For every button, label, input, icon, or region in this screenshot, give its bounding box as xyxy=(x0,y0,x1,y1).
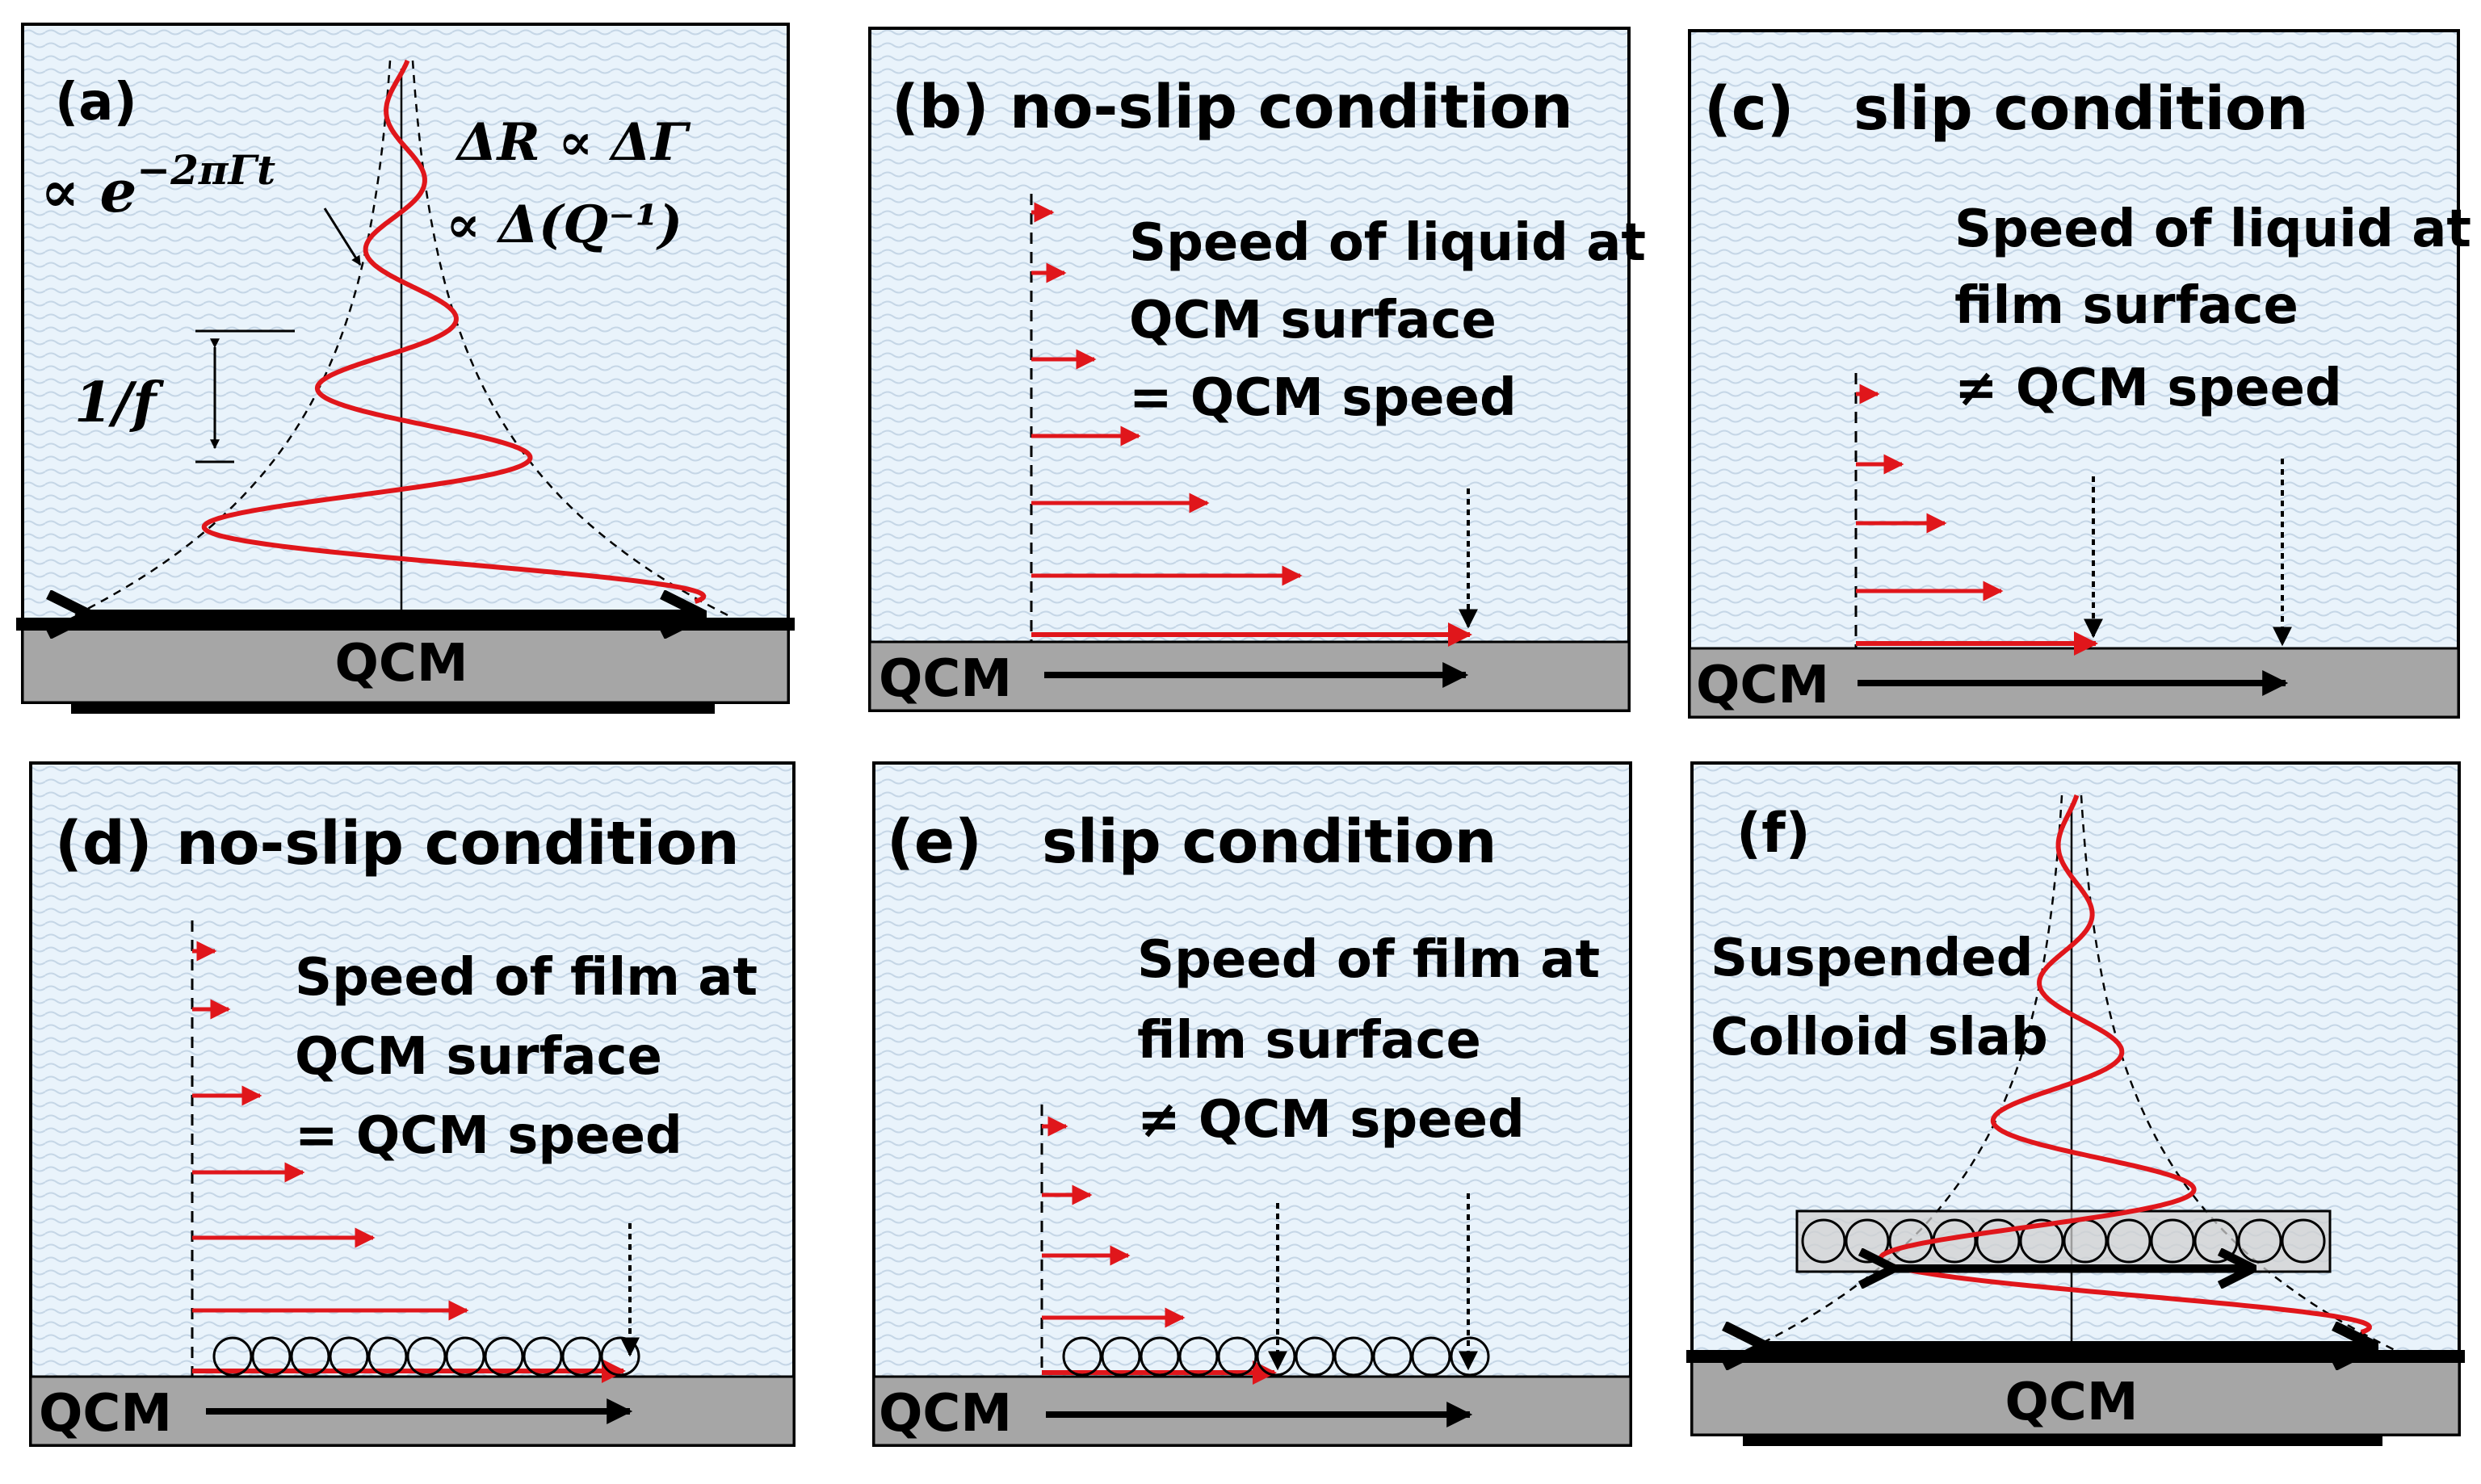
panel-d-colloid-particle xyxy=(445,1336,485,1377)
panel-d-frame xyxy=(29,761,796,1447)
panel-d-colloid-particle xyxy=(367,1336,408,1377)
panel-a-resistance-label: ΔR ∝ ΔΓ xyxy=(455,112,691,173)
panel-c-text-line-3: ≠ QCM speed xyxy=(1954,358,2342,418)
panel-b: (b) no-slip condition Speed of liquid at… xyxy=(868,27,1646,712)
panel-d-colloid-particle xyxy=(406,1336,447,1377)
panel-c-frame xyxy=(1688,29,2460,719)
panel-b-text-line-3: = QCM speed xyxy=(1129,368,1517,428)
panel-e-frame xyxy=(872,761,1632,1447)
panel-d: (d) no-slip condition Speed of film at Q… xyxy=(29,761,796,1447)
panel-b-velocity-profile xyxy=(1031,202,1472,647)
panel-c-label: (c) xyxy=(1704,74,1795,144)
panel-f-envelope xyxy=(1748,794,2395,1352)
panel-e-text-line-2: film surface xyxy=(1137,1011,1481,1071)
panel-a-label: (a) xyxy=(55,73,137,132)
panel-f-colloid-particle xyxy=(2281,1218,2326,1264)
panel-e-qcm-label: QCM xyxy=(879,1384,1012,1444)
panel-d-text-line-2: QCM surface xyxy=(295,1027,662,1087)
panel-d-colloid-particle xyxy=(484,1336,524,1377)
panel-b-text-line-2: QCM surface xyxy=(1129,291,1497,350)
panel-e-colloid-particle xyxy=(1295,1336,1335,1377)
panel-e-colloid-particle xyxy=(1178,1336,1219,1377)
panel-e-title: slip condition xyxy=(1042,807,1497,877)
panel-a: (a) ∝ e−2πΓt ΔR ∝ ΔΓ ∝ Δ(Q⁻¹) 1/f QCM xyxy=(16,23,795,714)
panel-c: (c) slip condition Speed of liquid at fi… xyxy=(1688,29,2471,719)
panel-f-text-line-2: Colloid slab xyxy=(1711,1008,2048,1067)
panel-d-colloid-particle xyxy=(523,1336,563,1377)
panel-c-velocity-profile xyxy=(1856,384,2098,656)
panel-a-decay-exponent: −2πΓt xyxy=(136,146,275,194)
panel-e-text-line-1: Speed of film at xyxy=(1137,930,1600,990)
panel-f-colloid-particle xyxy=(1801,1218,1846,1264)
panel-e-velocity-profile xyxy=(1042,1116,1277,1385)
panel-b-frame xyxy=(868,27,1631,712)
panel-c-text-line-2: film surface xyxy=(1954,276,2298,336)
panel-a-decay-pointer xyxy=(323,208,362,266)
panel-d-colloid-particle xyxy=(329,1336,369,1377)
panel-d-title: no-slip condition xyxy=(176,809,740,878)
panel-e-colloid-particle xyxy=(1101,1336,1141,1377)
panel-c-qcm-label: QCM xyxy=(1696,656,1829,715)
panel-d-label: (d) xyxy=(55,809,153,878)
panel-a-decay-label: ∝ e−2πΓt xyxy=(40,146,275,225)
panel-b-label: (b) xyxy=(892,73,989,142)
panel-e-colloid-particle xyxy=(1333,1336,1374,1377)
panel-d-colloid-particle xyxy=(212,1336,253,1377)
panel-f-label: (f) xyxy=(1736,802,1811,866)
panel-e: (e) slip condition Speed of film at film… xyxy=(872,761,1632,1447)
panel-f-qcm-label: QCM xyxy=(2005,1373,2138,1432)
panel-e-colloid-particle xyxy=(1411,1336,1451,1377)
panel-a-period-label: 1/f xyxy=(74,371,164,435)
panel-f-substrate xyxy=(1690,1357,2461,1436)
panel-a-frame xyxy=(21,23,790,704)
panel-f-text-line-1: Suspended xyxy=(1711,929,2034,988)
panel-d-text-line-1: Speed of film at xyxy=(295,948,758,1008)
panel-a-qcm-label: QCM xyxy=(334,634,468,694)
panel-e-colloid-particle xyxy=(1450,1336,1490,1377)
panel-e-colloid-particle xyxy=(1256,1336,1296,1377)
panel-a-envelope xyxy=(69,60,733,619)
panel-e-colloid-particle xyxy=(1062,1336,1102,1377)
panel-d-velocity-profile xyxy=(192,941,626,1383)
panel-f-colloid-particle xyxy=(2237,1218,2282,1264)
panel-e-label: (e) xyxy=(887,807,982,877)
panel-b-qcm-label: QCM xyxy=(879,649,1012,709)
panel-b-text-line-1: Speed of liquid at xyxy=(1129,213,1646,273)
panel-d-colloid-particle xyxy=(251,1336,292,1377)
panel-d-qcm-label: QCM xyxy=(39,1384,172,1444)
panel-f: (f) Suspended Colloid slab QCM xyxy=(1686,761,2465,1446)
panel-e-colloid-particle xyxy=(1217,1336,1257,1377)
panel-a-qfactor-label: ∝ Δ(Q⁻¹) xyxy=(446,195,682,255)
panel-d-text-line-3: = QCM speed xyxy=(295,1106,682,1166)
panel-e-text-line-3: ≠ QCM speed xyxy=(1137,1090,1525,1150)
panel-d-colloid-particle xyxy=(561,1336,602,1377)
panel-a-decaying-wave xyxy=(201,59,707,604)
panel-e-colloid-particle xyxy=(1140,1336,1180,1377)
panel-f-decaying-wave xyxy=(1878,794,2372,1335)
panel-e-colloid-particle xyxy=(1372,1336,1413,1377)
panel-c-text-line-1: Speed of liquid at xyxy=(1954,199,2471,259)
panel-b-title: no-slip condition xyxy=(1010,73,1573,142)
panel-e-colloid-film xyxy=(1062,1336,1490,1377)
panel-c-title: slip condition xyxy=(1853,74,2309,144)
panel-e-substrate xyxy=(872,1375,1632,1447)
panel-a-decay-base: ∝ e xyxy=(40,157,136,225)
panel-d-colloid-particle xyxy=(290,1336,330,1377)
